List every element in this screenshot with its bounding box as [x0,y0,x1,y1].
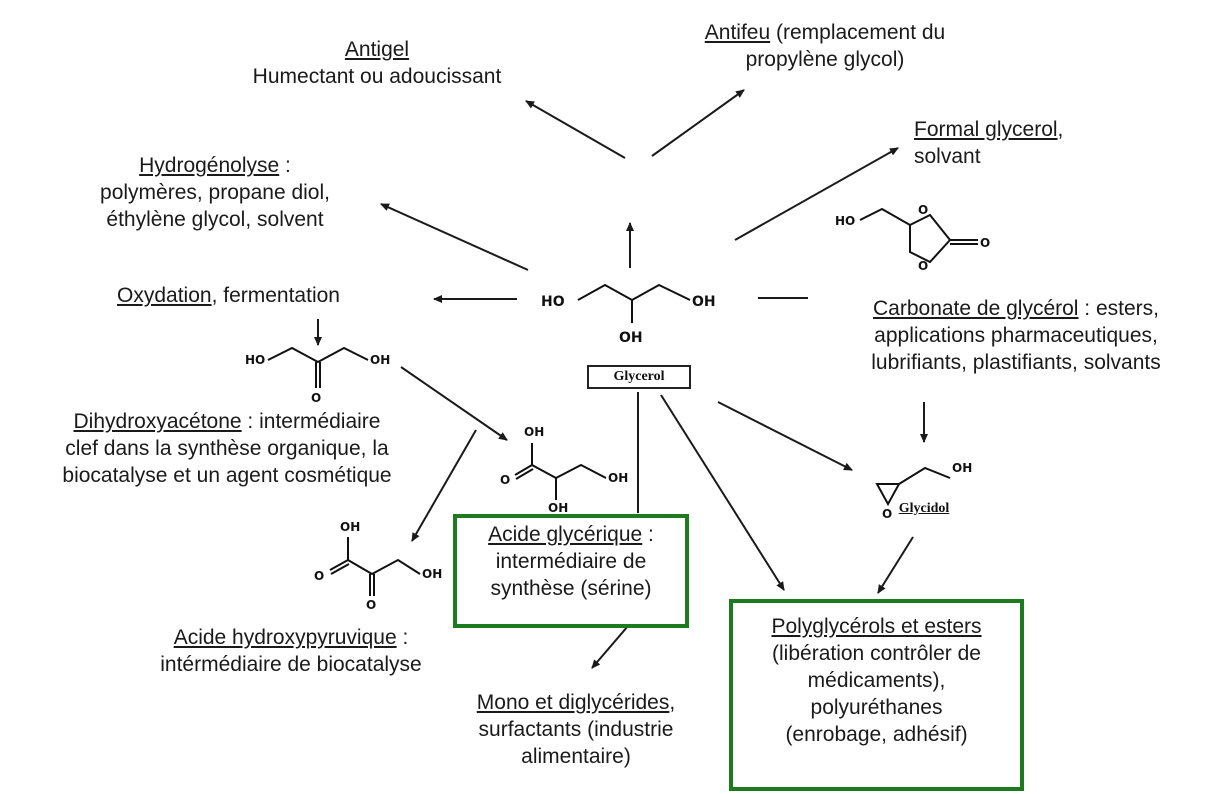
svg-text:O: O [500,473,510,487]
highlight-box-glycerique [453,514,689,628]
dha-title: Dihydroxyacétone [73,410,242,433]
svg-text:OH: OH [340,520,360,534]
antifeu-title: Antifeu [704,21,771,44]
arrow-to-poly-center [660,394,785,591]
node-polyglycerols: Polyglycérols et esters (libération cont… [771,615,982,746]
antigel-desc: Humectant ou adoucissant [252,65,502,88]
arrow-to-mono [591,625,629,669]
node-carbonate: Carbonate de glycérol : esters, applicat… [871,297,1161,374]
arrow-to-glycidol [717,401,853,471]
formal-title: Formal glycerol [914,118,1058,141]
glycerol-ho-left: HO [541,294,565,310]
svg-text:OH: OH [524,425,544,439]
node-formal-glycerol: Formal glycerol, solvant [914,118,1064,168]
svg-text:O: O [311,391,321,405]
node-antigel: Antigel Humectant ou adoucissant [212,36,542,90]
glycerol-label: Glycerol [613,369,665,384]
svg-text:O: O [314,569,324,583]
svg-text:O: O [366,598,376,612]
glycidol-label: Glycidol [898,501,950,516]
svg-text:OH: OH [548,501,568,515]
antifeu-desc: propylène glycol) [745,48,905,71]
svg-text:OH: OH [370,353,390,367]
formal-desc: solvant [914,145,981,168]
arrow-dha-to-hydroxypyruvic [411,429,477,542]
hydroxypyruvique-title: Acide hydroxypyruvique [173,626,397,649]
glycerique-title: Acide glycérique [488,523,643,546]
node-dihydroxyacetone: Dihydroxyacétone : intermédiaire clef da… [62,410,392,487]
node-antifeu: Antifeu (remplacement du propylène glyco… [660,19,990,73]
hydro-title: Hydrogénolyse [139,154,280,177]
svg-text:OH: OH [422,567,442,581]
glycerol-oh-bottom: OH [619,330,643,346]
arrow-to-antifeu [651,89,745,157]
node-acide-hydroxypyruvique: Acide hydroxypyruvique : intérmédiaire d… [160,626,422,676]
svg-text:O: O [918,259,928,273]
svg-text:OH: OH [952,461,972,475]
antigel-title: Antigel [344,38,410,61]
arrow-to-antigel [525,100,626,159]
svg-text:O: O [918,203,928,217]
node-mono-diglycerides: Mono et diglycérides, surfactants (indus… [476,691,676,768]
svg-text:HO: HO [835,214,855,228]
poly-title: Polyglycérols et esters [771,615,982,638]
svg-text:O: O [882,507,892,521]
node-oxydation: Oxydation, fermentation [117,284,340,307]
svg-text:OH: OH [608,471,628,485]
svg-text:HO: HO [245,353,265,367]
highlight-box-polyglycerols [729,599,1024,791]
mono-title: Mono et diglycérides [476,691,670,714]
glycerol-oh-right: OH [692,294,716,310]
node-acide-glycerique: Acide glycérique : intermédiaire de synt… [488,523,654,600]
node-hydrogenolyse: Hydrogénolyse : polymères, propane diol,… [100,154,330,231]
arrow-dha-to-glyceric [400,366,508,441]
arrow-to-hydro [380,203,529,271]
oxydation-title: Oxydation [117,284,212,307]
arrow-glycidol-to-poly [877,536,914,594]
arrow-to-formal [734,147,899,241]
glycerol-label-box: Glycerol [587,365,691,389]
svg-text:O: O [980,236,990,250]
carbonate-title: Carbonate de glycérol [873,297,1079,320]
